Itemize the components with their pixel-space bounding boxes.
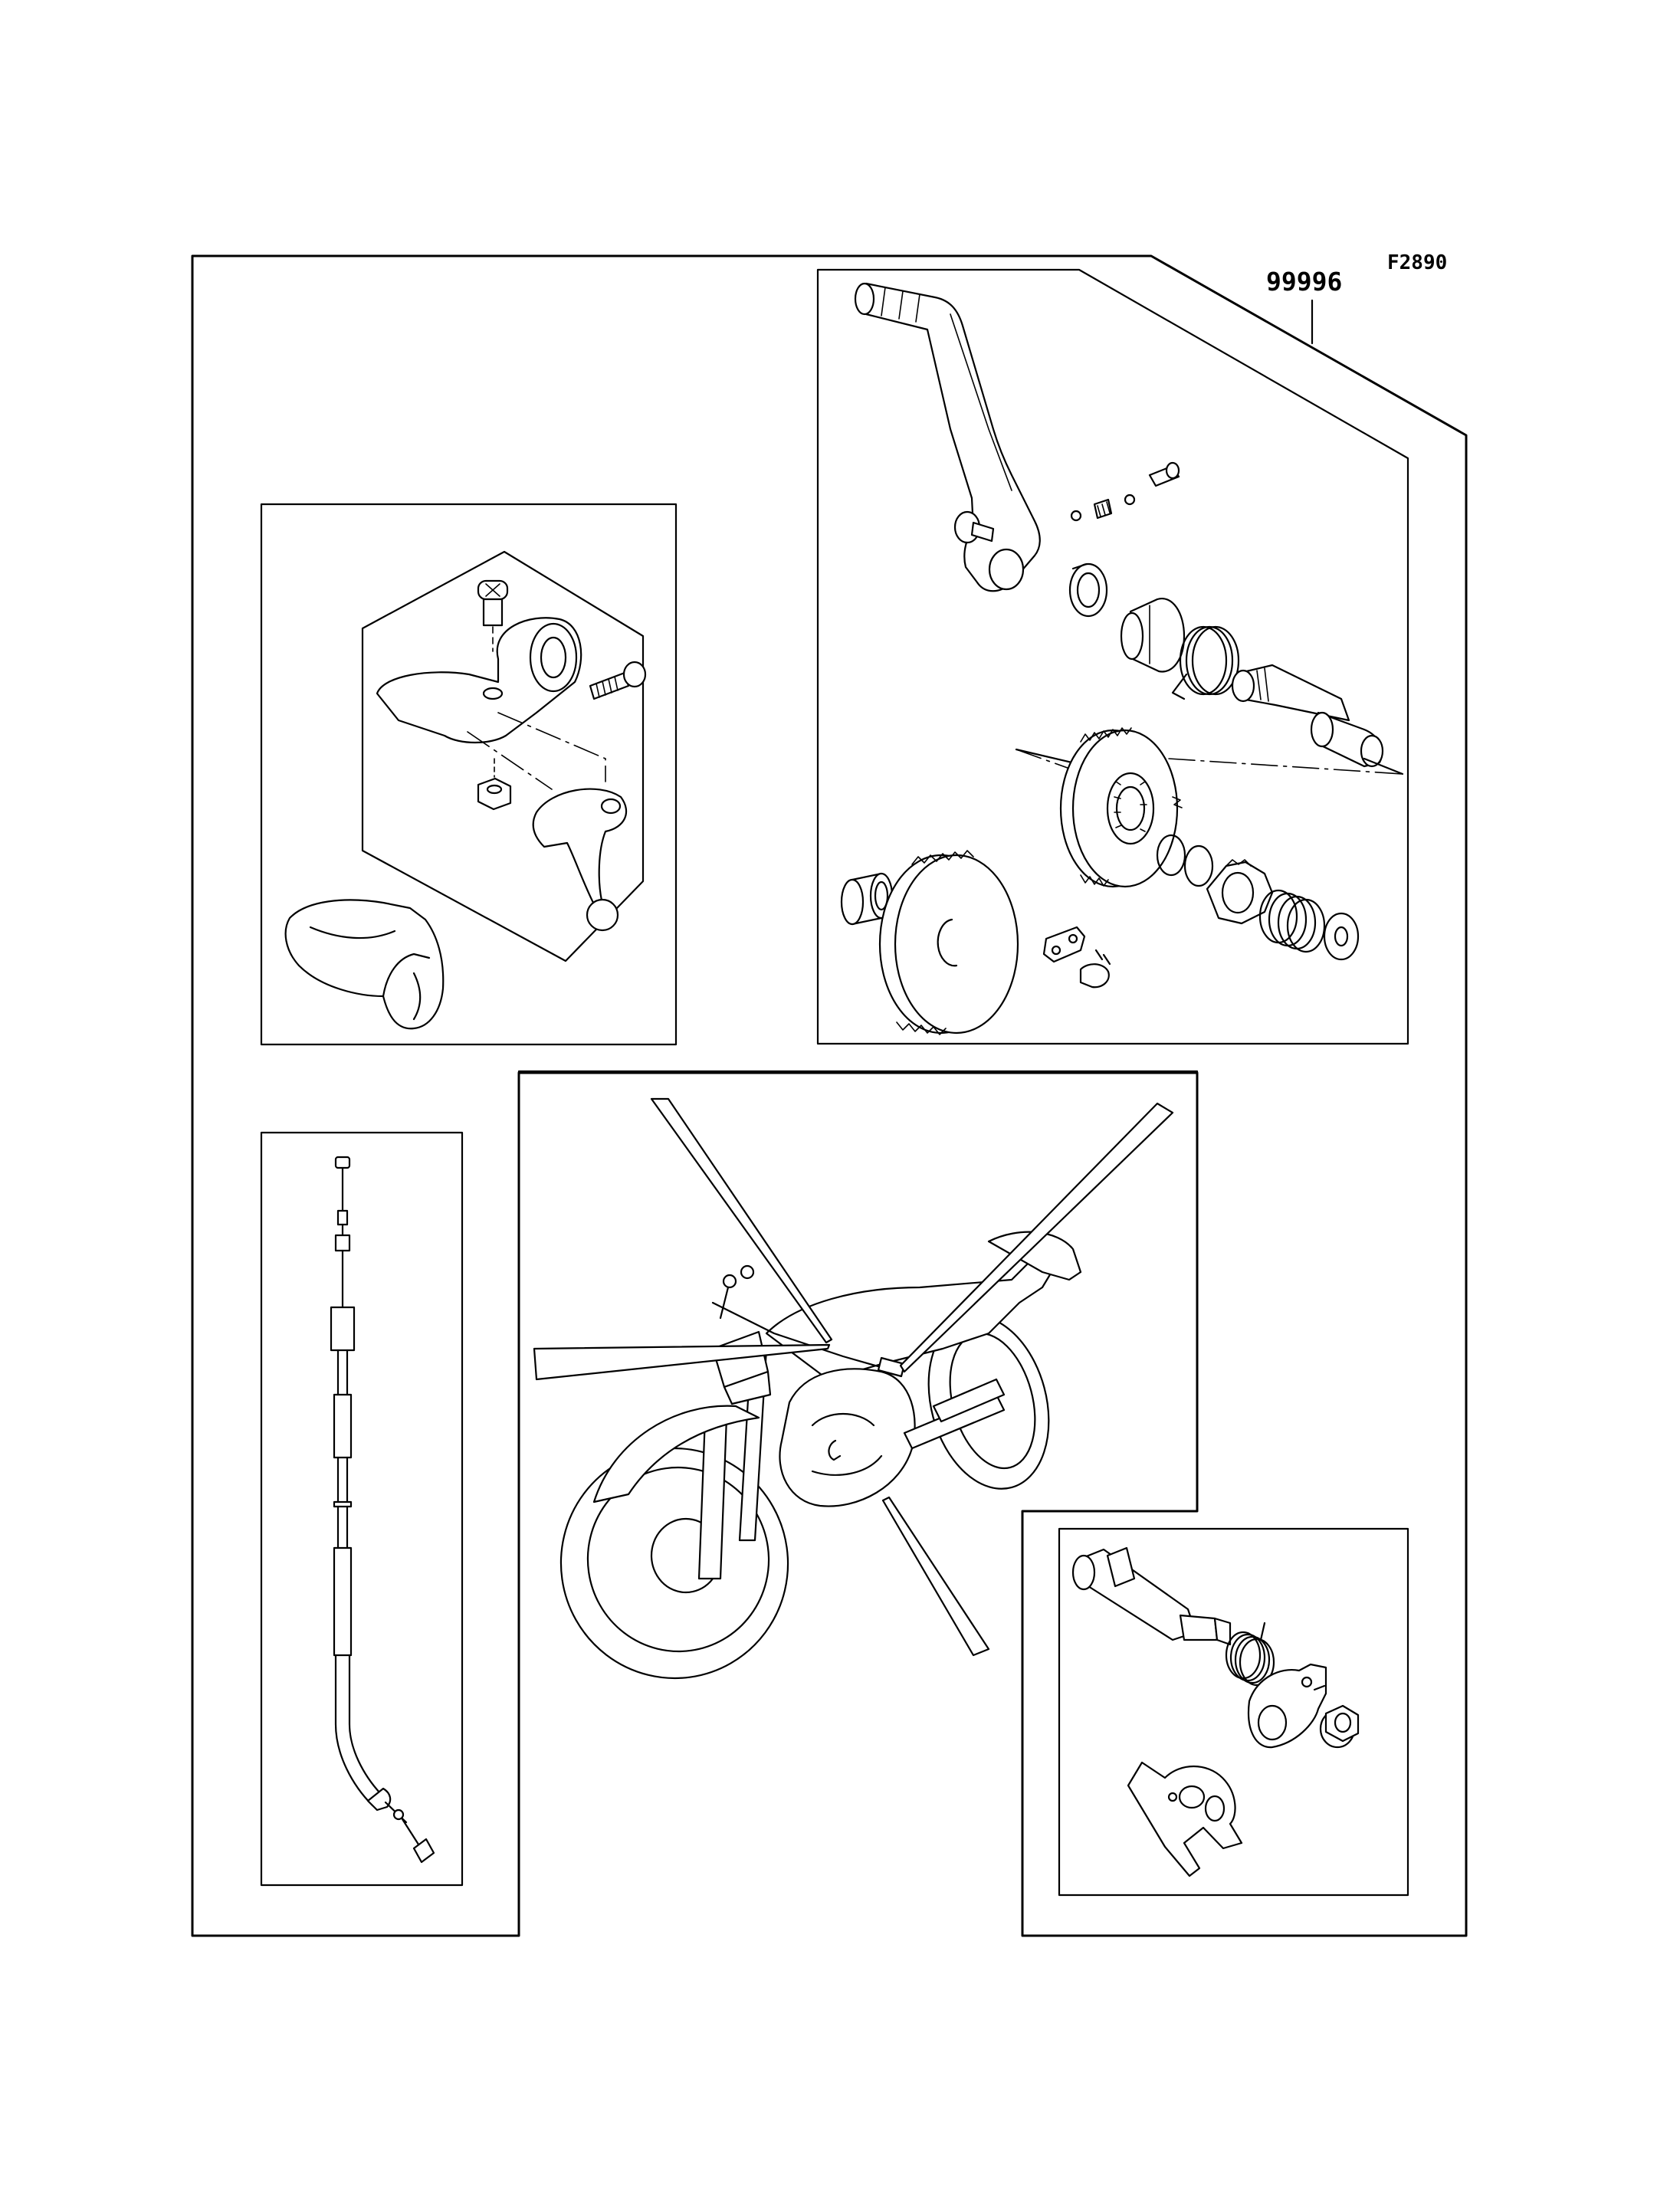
shaft-bearing <box>1068 562 1108 618</box>
clutch-lever-frame <box>260 503 678 1046</box>
clamp-bolt <box>589 661 647 700</box>
motorcycle-frame <box>517 1070 1199 1074</box>
figure-code: F2890 <box>1387 251 1447 274</box>
pointer-to-cable <box>533 1343 831 1381</box>
clutch-lever <box>532 788 628 932</box>
pointer-to-kick <box>899 1102 1174 1373</box>
motorcycle <box>533 1097 1174 1680</box>
clutch-cable-frame <box>260 1131 464 1887</box>
kick-spring <box>1171 625 1240 700</box>
stopper-plate <box>1042 926 1111 989</box>
ratchet-collar <box>1120 597 1186 673</box>
clutch-lever-panel <box>260 503 678 1046</box>
kick-ratchet <box>1206 859 1274 925</box>
clutch-lever-group-outline <box>361 550 645 962</box>
motorcycle-overview-panel <box>517 1070 1199 1680</box>
clutch-cable <box>330 1156 435 1864</box>
shift-arm-plate <box>1247 1663 1327 1749</box>
shift-shaft-panel <box>1058 1527 1409 1897</box>
thrust-washer <box>1323 912 1360 961</box>
shift-shaft <box>1071 1546 1232 1646</box>
shift-return-spring <box>1225 1622 1275 1687</box>
kit-outline <box>191 254 1468 1937</box>
pedal-bolt <box>953 510 995 544</box>
ratchet-spring <box>1258 889 1326 953</box>
kick-starter-frame <box>816 268 1409 1045</box>
clutch-cable-panel <box>260 1131 464 1887</box>
kick-gear <box>1059 727 1183 888</box>
kick-shaft <box>1231 664 1384 768</box>
shift-shaft-frame <box>1058 1527 1409 1897</box>
lever-nut <box>477 758 512 811</box>
gear-circlips <box>1156 834 1214 887</box>
pointer-to-lever <box>650 1097 833 1344</box>
lever-holder <box>376 617 582 744</box>
kick-pedal <box>854 282 1041 592</box>
kick-idle-gear <box>878 850 1019 1035</box>
detent-parts <box>1070 461 1180 522</box>
lever-cover <box>284 899 445 1030</box>
flange-nut <box>1319 1704 1360 1749</box>
part-number: 99996 <box>1266 267 1342 297</box>
kick-starter-panel <box>816 268 1409 1045</box>
pointer-to-shift <box>881 1496 990 1657</box>
shift-guide-plate <box>1127 1761 1243 1877</box>
pivot-bolt <box>477 579 509 652</box>
